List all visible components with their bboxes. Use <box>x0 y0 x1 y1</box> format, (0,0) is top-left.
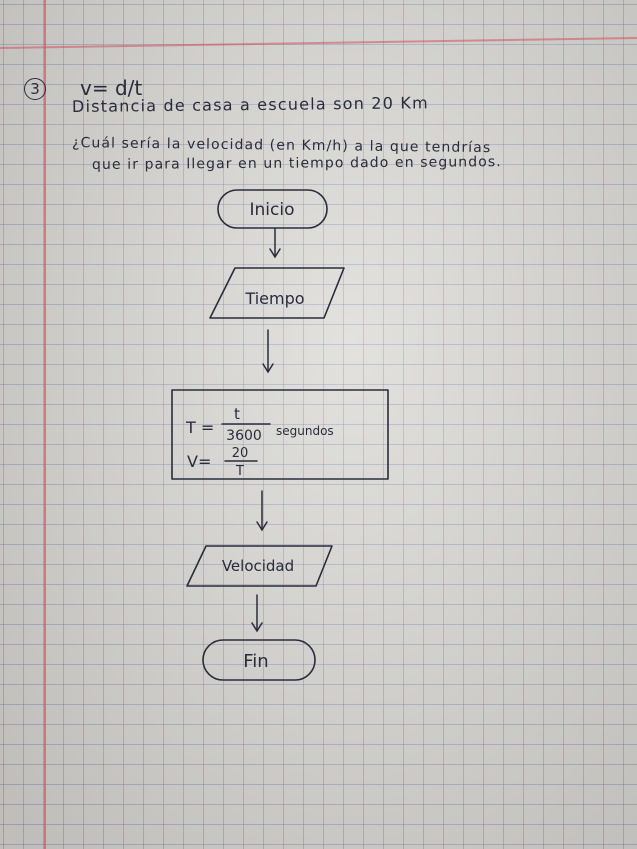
arrow-output-to-end <box>251 594 263 633</box>
v-denominator: T <box>235 464 244 479</box>
red-margin-vertical <box>44 0 46 849</box>
problem-number: 3 <box>24 78 46 100</box>
v-numerator: 20 <box>232 446 249 461</box>
arrow-head <box>256 521 268 532</box>
formula: v= d/t <box>80 76 143 100</box>
output-parallelogram: Velocidad <box>186 545 333 587</box>
start-label: Inicio <box>250 200 295 220</box>
input-label: Tiempo <box>244 289 304 308</box>
end-terminator: Fin <box>202 639 316 681</box>
process-shape <box>171 389 389 480</box>
v-variable: V= <box>187 452 211 471</box>
start-terminator: Inicio <box>217 189 328 229</box>
output-shape <box>186 545 333 587</box>
end-shape <box>202 639 316 681</box>
input-shape <box>209 267 345 319</box>
t-denominator: 3600 <box>226 428 262 444</box>
output-label: Velocidad <box>222 557 294 575</box>
start-shape <box>217 189 328 229</box>
arrow-input-to-process <box>262 329 274 374</box>
input-parallelogram: Tiempo <box>209 267 345 319</box>
arrow-head <box>262 363 274 374</box>
t-numerator: t <box>234 405 240 423</box>
arrow-head <box>269 248 281 259</box>
end-label: Fin <box>243 651 268 672</box>
t-unit: segundos <box>276 424 334 438</box>
arrow-start-to-input <box>269 228 281 259</box>
process-box: T = t 3600 segundos V= 20 T <box>171 389 389 480</box>
arrow-process-to-output <box>256 490 268 532</box>
arrow-head <box>251 622 263 633</box>
t-variable: T = <box>185 418 214 437</box>
